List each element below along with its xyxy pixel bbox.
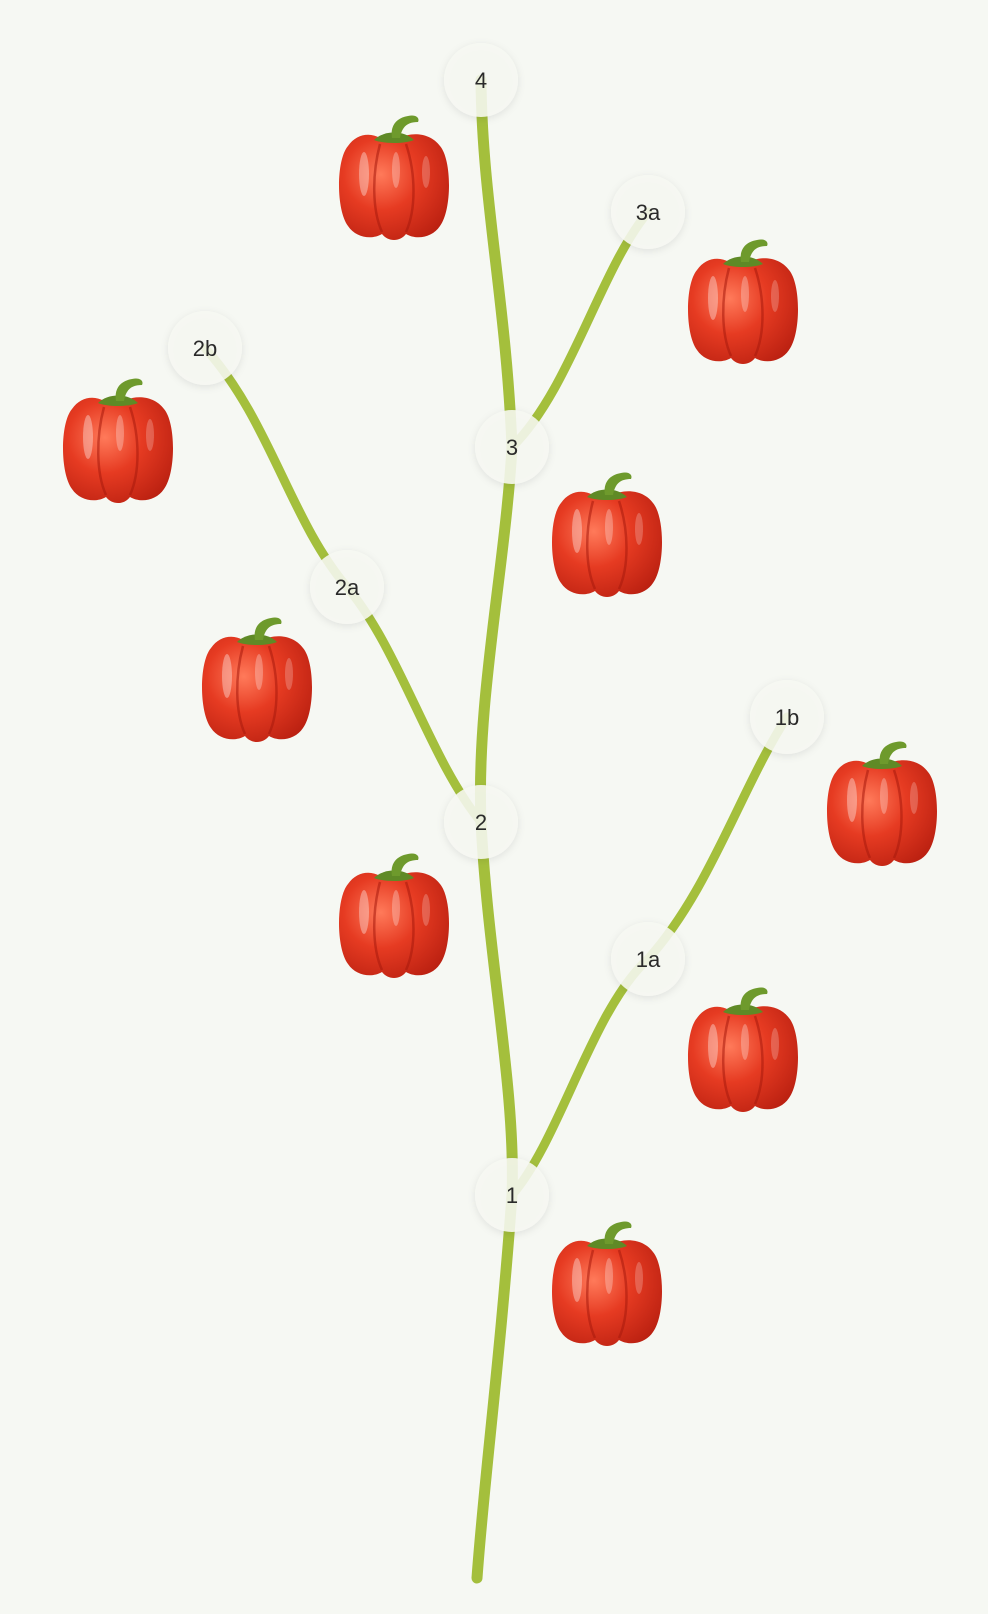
bell-pepper-icon [550, 1220, 664, 1348]
node-circle [475, 1158, 549, 1232]
node-circle [611, 175, 685, 249]
branch-1a-1b [643, 712, 792, 964]
node-label: 3 [506, 435, 518, 460]
node-circle [444, 785, 518, 859]
node-circle [750, 680, 824, 754]
bell-pepper-icon [337, 114, 451, 242]
node-1b: 1b [750, 680, 824, 754]
bell-pepper-icon [686, 986, 800, 1114]
node-label: 1a [636, 947, 661, 972]
node-circle [444, 43, 518, 117]
node-label: 2a [335, 575, 360, 600]
node-label: 3a [636, 200, 661, 225]
node-circle [611, 922, 685, 996]
node-label: 2 [475, 810, 487, 835]
branch-3-3a [507, 207, 653, 452]
branch-2a-2b [200, 343, 352, 592]
node-2: 2 [444, 785, 518, 859]
branch-2-2a [342, 582, 486, 827]
bell-pepper-icon [337, 852, 451, 980]
bell-pepper-icon [61, 377, 175, 505]
node-1: 1 [475, 1158, 549, 1232]
bell-pepper-icon [200, 616, 314, 744]
node-2b: 2b [168, 311, 242, 385]
node-3a: 3a [611, 175, 685, 249]
node-circle [310, 550, 384, 624]
nodes-layer: 4 3a 2b 3 2a 1b 2 1a 1 [168, 43, 824, 1232]
node-4: 4 [444, 43, 518, 117]
node-circle [168, 311, 242, 385]
node-label: 1b [775, 705, 799, 730]
node-label: 4 [475, 68, 487, 93]
node-3: 3 [475, 410, 549, 484]
node-circle [475, 410, 549, 484]
node-label: 2b [193, 336, 217, 361]
node-1a: 1a [611, 922, 685, 996]
bell-pepper-icon [825, 740, 939, 868]
bell-pepper-icon [686, 238, 800, 366]
node-label: 1 [506, 1183, 518, 1208]
branch-1-1a [507, 954, 653, 1200]
node-2a: 2a [310, 550, 384, 624]
bell-pepper-icon [550, 471, 664, 599]
